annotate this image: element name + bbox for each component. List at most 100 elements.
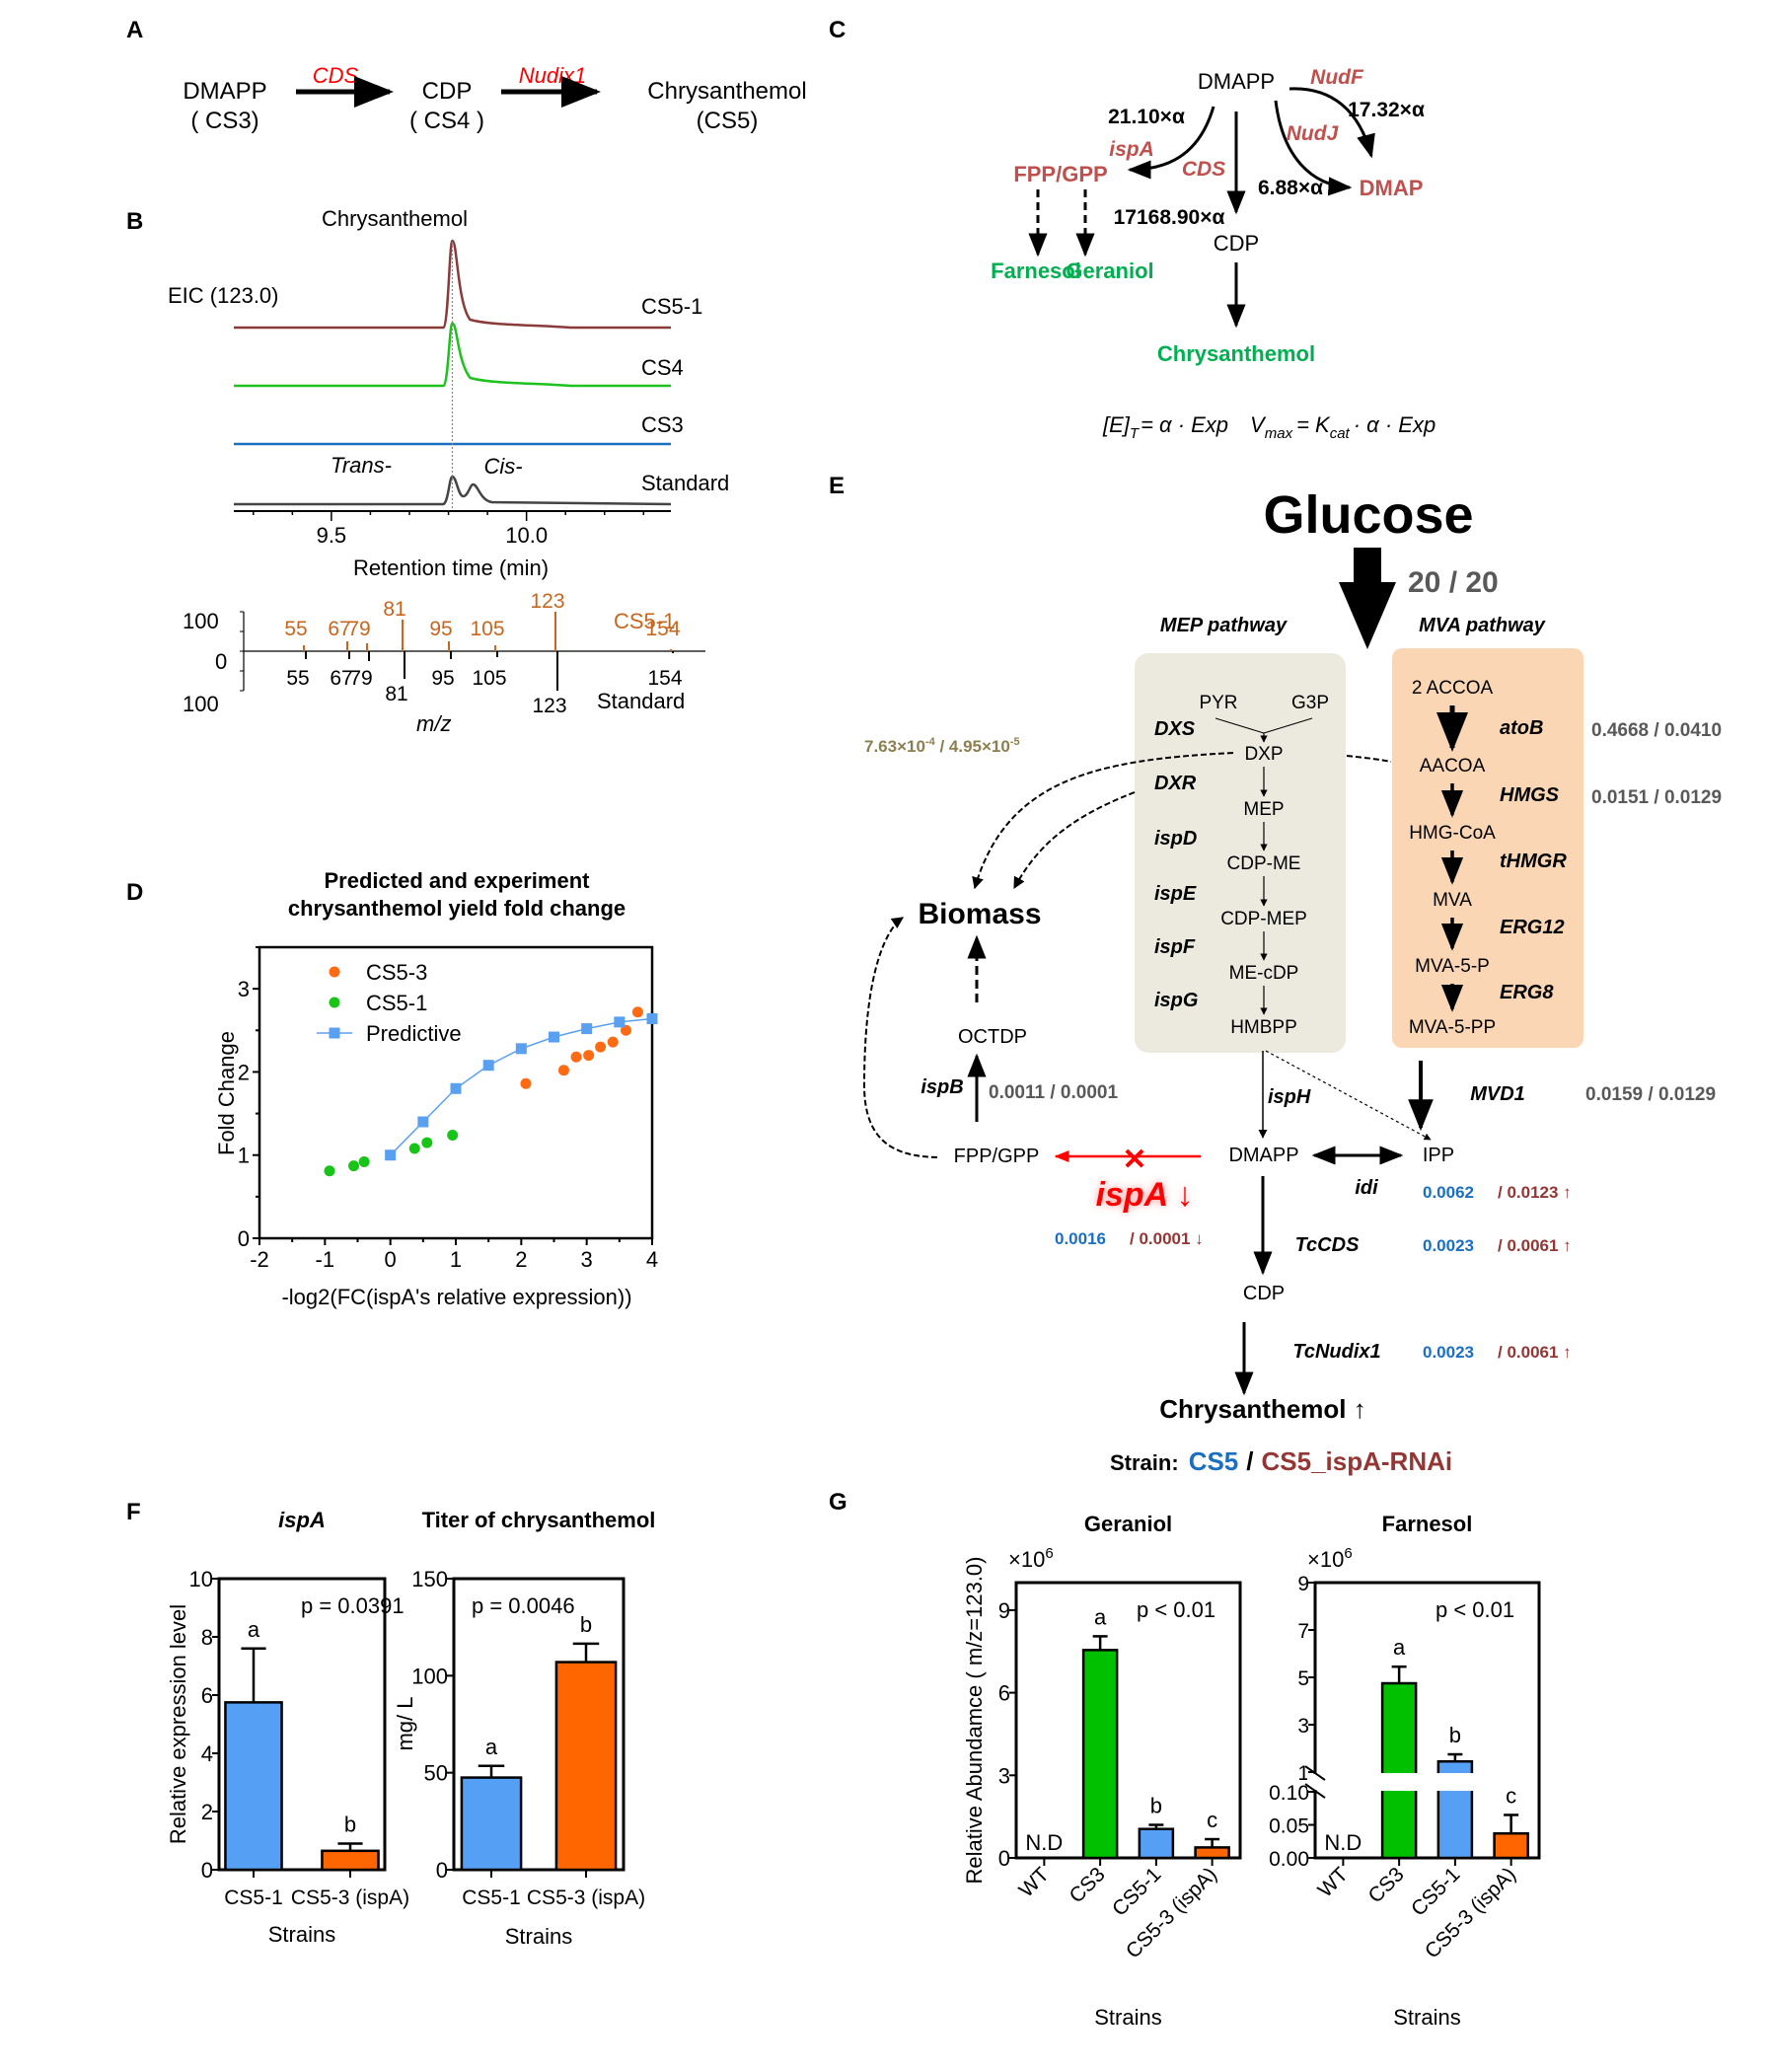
point-predictive: [614, 1016, 626, 1028]
axis-break-mark: [1304, 1765, 1326, 1781]
x-tick-label: WT: [1015, 1863, 1054, 1901]
e-octdp: OCTDP: [958, 1026, 1027, 1048]
panel-e: E Glucose 20 / 20 MEP pathway MVA pathwa…: [829, 473, 1722, 1476]
x-tick-label: CS5-1: [224, 1887, 283, 1909]
panel-label-c: C: [829, 17, 846, 43]
e-ratio-hmgs: 0.0151 / 0.0129: [1591, 787, 1722, 808]
c-dmap: DMAP: [1360, 176, 1424, 200]
e-enzyme-erg12: ERG12: [1500, 917, 1565, 938]
legend-marker: [329, 997, 340, 1008]
chart-title: Predicted and experiment: [325, 868, 591, 893]
e-node-mep: MEP: [1243, 799, 1284, 820]
axis-break-mark: [1304, 1783, 1326, 1799]
ms-y-tick-mid: 0: [215, 649, 227, 674]
ms-peak-label-top: 95: [429, 618, 452, 640]
e-mep-title: MEP pathway: [1160, 615, 1288, 636]
cis-label: Cis-: [483, 454, 522, 479]
y-tick-label: 4: [201, 1741, 213, 1766]
c-nudj: NudJ: [1287, 122, 1340, 145]
e-node-g3p: G3P: [1291, 693, 1329, 713]
point-predictive: [581, 1023, 593, 1035]
x-tick-label: CS3: [1066, 1863, 1110, 1907]
y-tick-label: 8: [201, 1625, 213, 1650]
ms-y-tick-top: 100: [183, 609, 219, 633]
trace-cs5-1: [234, 239, 671, 330]
e-ispb-ratio: 0.0011 / 0.0001: [989, 1082, 1118, 1103]
ms-peak-label-top: 55: [284, 618, 307, 640]
node-chrysanthemol: Chrysanthemol: [647, 78, 806, 105]
mva-pathway: 2 ACCOAAACOAHMG-CoAMVAMVA-5-PMVA-5-PPato…: [1409, 678, 1722, 1038]
point-cs5-3: [557, 1065, 569, 1076]
e-fpp-gpp: FPP/GPP: [954, 1146, 1040, 1167]
y-tick-label: 100: [411, 1664, 448, 1688]
x-axis-label: Strains: [505, 1924, 572, 1949]
y-tick-label: 1: [238, 1144, 250, 1168]
ms-peak-label-bottom: 79: [349, 667, 372, 690]
x-tick-label: 3: [581, 1247, 593, 1272]
point-cs5-1: [408, 1143, 420, 1154]
ms-bottom-label: Standard: [597, 689, 685, 713]
x-tick-label: 4: [646, 1247, 658, 1272]
e-node-2-accoa: 2 ACCOA: [1412, 678, 1494, 699]
x-tick-label: -1: [316, 1247, 335, 1272]
e-dxs-ratio: 7.63×10-4 / 4.95×10-5: [864, 736, 1020, 756]
panel-a: A DMAPP ( CS3) CDS CDP ( CS4 ) Nudix1 Ch…: [126, 17, 807, 134]
y-tick-label: 0.10: [1269, 1782, 1309, 1805]
x-axis-label: Strains: [268, 1922, 335, 1947]
bar-chart-farnesol: Farnesol0.000.050.1013579N.DWTaCS3bCS5-1…: [1269, 1512, 1541, 2030]
x-tick-label: 10.0: [505, 523, 548, 548]
e-tccds-cs5: 0.0023: [1423, 1236, 1474, 1255]
c-ispa: ispA: [1109, 138, 1154, 161]
e-idi-rnai: / 0.0123 ↑: [1498, 1183, 1572, 1202]
trace-cs4: [234, 322, 671, 388]
plot-frame: [217, 1577, 387, 1872]
significance-letter: a: [1094, 1604, 1107, 1629]
e-enzyme-thmgr: tHMGR: [1500, 851, 1567, 872]
e-enzyme-hmgs: HMGS: [1500, 784, 1560, 806]
x-tick-label: CS5-3 (ispA): [291, 1887, 409, 1909]
e-dmapp: DMAPP: [1228, 1145, 1298, 1166]
e-isph-ipp-arrow: [1265, 1050, 1432, 1141]
e-node-mva: MVA: [1433, 890, 1472, 911]
c-arrow-nudf: [1288, 87, 1375, 159]
bar-cs5-3-ispa-: [1194, 1846, 1230, 1860]
x-axis-label: -log2(FC(ispA's relative expression)): [281, 1285, 631, 1309]
c-nudf: NudF: [1310, 66, 1364, 89]
e-isph: ispH: [1268, 1086, 1311, 1108]
point-predictive: [515, 1043, 527, 1055]
e-dxr-biomass-arrow: [1013, 791, 1136, 890]
ms-peak-label-top: 154: [645, 618, 680, 640]
axis-break-gap: [1307, 1774, 1537, 1791]
e-link: [1215, 717, 1265, 734]
eic-label: EIC (123.0): [168, 283, 279, 308]
x-tick-label: CS3: [1364, 1863, 1409, 1907]
point-cs5-1: [324, 1165, 335, 1177]
significance-letter: a: [485, 1735, 498, 1759]
e-ratio-atob: 0.4668 / 0.0410: [1591, 720, 1722, 741]
significance-letter: c: [1207, 1808, 1217, 1832]
trace-label-cs3: CS3: [641, 412, 684, 437]
e-glucose-arrow: [1339, 548, 1396, 649]
ms-peak-label-bottom: 67: [330, 667, 352, 690]
e-tcnudix-cs5: 0.0023: [1423, 1343, 1474, 1362]
y-axis-label: mg/ L: [393, 1696, 417, 1750]
legend-label: Predictive: [366, 1021, 462, 1046]
y-tick-label: 9: [998, 1598, 1010, 1623]
e-node-hmbpp: HMBPP: [1230, 1017, 1297, 1038]
ms-y-tick-bottom: 100: [183, 692, 219, 716]
y-tick-label: 2: [238, 1060, 250, 1084]
e-dxp-aacoa-link: [1346, 755, 1392, 763]
e-ispb: ispB: [920, 1076, 963, 1098]
trace-label-standard: Standard: [641, 471, 729, 495]
c-farnesol: Farnesol: [991, 259, 1081, 283]
y-tick-label: 3: [238, 977, 250, 1001]
point-cs5-3: [570, 1051, 582, 1063]
trace-standard: [234, 475, 672, 506]
panel-label-d: D: [126, 879, 143, 906]
